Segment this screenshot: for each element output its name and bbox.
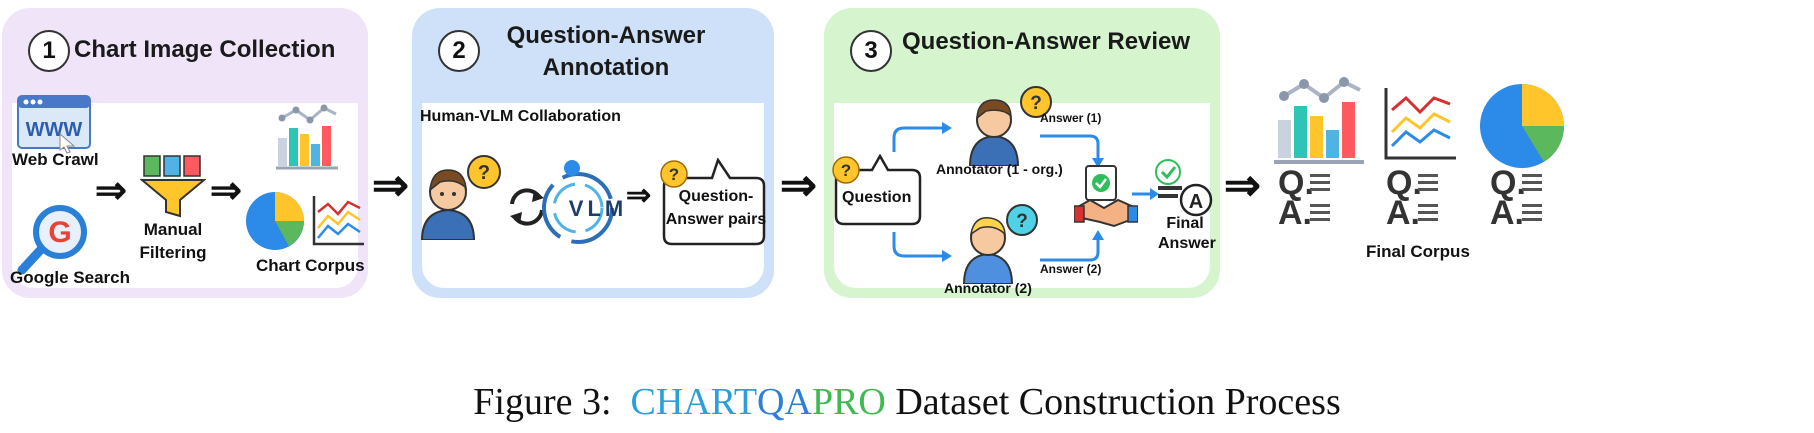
arrow-right-icon: ⇒ (95, 170, 127, 212)
vlm-text: VLM (569, 196, 627, 221)
annotator-1-icon: ? (968, 86, 1052, 166)
question-label: Question (842, 189, 912, 206)
caption-name-chart: CHART (630, 381, 758, 423)
final-answer-icon: A (1155, 159, 1213, 217)
funnel-filter-icon (140, 155, 206, 218)
google-search-label: Google Search (10, 268, 130, 287)
answer-glyph: A. (1386, 194, 1420, 232)
text-lines-icon (1522, 170, 1542, 195)
final-line-chart-icon (1384, 88, 1456, 160)
question-bubble-icon: ? (832, 154, 922, 226)
arrow-right-icon: ⇒ (1224, 161, 1261, 210)
bar-chart-icon (276, 104, 338, 170)
svg-text:?: ? (841, 161, 851, 180)
answer-glyph: A. (1490, 194, 1524, 232)
caption-suffix: Dataset Construction Process (895, 381, 1341, 423)
final-bar-chart-icon (1274, 77, 1364, 164)
qa-pairs-label: Question-Answer pairs (665, 188, 767, 228)
annotator-2-label: Annotator (2) (944, 280, 1032, 296)
sync-arrows-icon (510, 188, 544, 226)
answer-2-label: Answer (2) (1040, 262, 1102, 276)
step-number: 2 (438, 30, 480, 72)
caption-name-pro: PRO (811, 381, 886, 423)
svg-text:?: ? (1016, 211, 1028, 232)
final-corpus-label: Final Corpus (1366, 242, 1470, 261)
final-answer-label: Final Answer (1158, 215, 1216, 252)
collaboration-subtitle: Human-VLM Collaboration (420, 108, 621, 125)
final-pie-chart-icon (1480, 84, 1565, 168)
google-letter: G (48, 216, 71, 249)
manual-filtering-label: Manual Filtering (139, 220, 207, 262)
answer-1-label: Answer (1) (1040, 111, 1102, 125)
text-lines-icon (1310, 200, 1330, 225)
google-search-icon: G (17, 205, 87, 275)
panel-chart-image-collection: 1 Chart Image Collection WWW Web Crawl G… (2, 8, 368, 298)
answer-glyph: A. (1278, 194, 1312, 232)
arrow-right-icon: ⇒ (210, 170, 242, 212)
question-glyph: Q. (1278, 164, 1314, 202)
step-number: 3 (850, 30, 892, 72)
caption-name-qa: QA (757, 381, 812, 423)
svg-text:?: ? (1030, 93, 1042, 114)
arrow-right-icon: ⇒ (780, 161, 817, 210)
panel-title: Question-Answer Review (902, 28, 1191, 55)
arrow-right-icon (1132, 188, 1159, 200)
browser-window-icon: WWW (17, 95, 91, 154)
pie-chart-icon (246, 192, 304, 250)
question-glyph: Q. (1386, 164, 1422, 202)
annotator-2-icon: ? (962, 204, 1038, 284)
svg-text:?: ? (478, 162, 490, 184)
arrow-right-icon: ⇒ (372, 161, 409, 210)
line-chart-icon (312, 196, 364, 246)
caption-prefix: Figure 3: (473, 381, 612, 423)
speech-bubble-icon: ? (660, 158, 766, 246)
chart-corpus-label: Chart Corpus (256, 256, 365, 275)
arrow-right-icon: ⇒ (626, 179, 652, 212)
figure-caption: Figure 3: CHARTQAPRO Dataset Constructio… (0, 380, 1814, 424)
panel-question-answer-annotation: 2 Question-Answer Annotation Human-VLM C… (412, 8, 774, 298)
www-text: WWW (26, 119, 83, 141)
step-number: 1 (28, 30, 70, 72)
web-crawl-label: Web Crawl (12, 150, 99, 169)
text-lines-icon (1522, 200, 1542, 225)
handshake-icon (1074, 165, 1138, 228)
thinking-person-icon: ? (420, 155, 501, 240)
flow-arrows (892, 122, 1104, 262)
final-answer-letter: A (1189, 191, 1203, 213)
question-glyph: Q. (1490, 164, 1526, 202)
panel-question-answer-review: 3 Question-Answer Review ? Question ? An… (824, 8, 1220, 298)
text-lines-icon (1418, 170, 1438, 195)
svg-text:?: ? (669, 165, 679, 184)
text-lines-icon (1310, 170, 1330, 195)
panel-title: Question-Answer Annotation (506, 22, 706, 81)
annotator-1-label: Annotator (1 - org.) (936, 161, 1063, 177)
text-lines-icon (1418, 200, 1438, 225)
vlm-logo-icon: VLM (542, 160, 627, 244)
panel-title: Chart Image Collection (74, 36, 336, 63)
